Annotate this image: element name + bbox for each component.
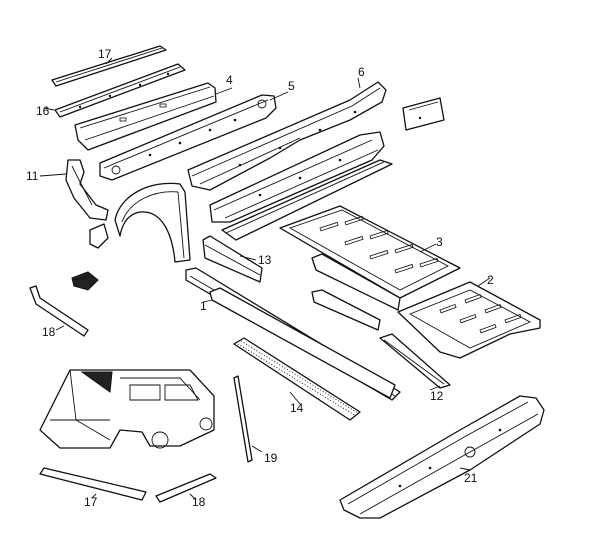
part-16-strip[interactable] <box>54 63 186 118</box>
leader-lines <box>39 57 491 501</box>
part-floor-channel[interactable] <box>221 159 393 241</box>
callout-labels: 1 2 3 4 5 6 11 12 13 14 16 17 17 18 18 1… <box>26 47 494 509</box>
part-21-subframe[interactable] <box>339 395 545 519</box>
callout-13: 13 <box>258 253 272 267</box>
callout-14: 14 <box>290 401 304 415</box>
part-wheel-arch[interactable] <box>114 182 191 263</box>
callout-6: 6 <box>358 65 365 79</box>
callout-5: 5 <box>288 79 295 93</box>
part-van-body[interactable] <box>39 369 215 449</box>
callout-11: 11 <box>26 169 39 183</box>
part-12-strip[interactable] <box>379 333 451 389</box>
part-small-plate[interactable] <box>402 97 445 131</box>
part-17-upper-strip[interactable] <box>51 45 167 87</box>
part-floor-sill-lower[interactable] <box>311 289 381 331</box>
callout-21: 21 <box>464 471 478 485</box>
callout-17-upper: 17 <box>98 47 112 61</box>
callout-1: 1 <box>200 299 207 313</box>
part-floor-sill-upper[interactable] <box>311 253 401 311</box>
part-13-box-member[interactable] <box>202 235 263 283</box>
callout-18-lower: 18 <box>192 495 206 509</box>
part-5-inner-panel[interactable] <box>99 94 277 181</box>
part-19-strip[interactable] <box>233 375 253 463</box>
part-17-lower-strip[interactable] <box>39 467 147 501</box>
part-14-sill-cover[interactable] <box>233 337 361 421</box>
callout-4: 4 <box>226 73 233 87</box>
part-18-rod-upper[interactable] <box>29 285 89 337</box>
callout-2: 2 <box>487 273 494 287</box>
callout-17-lower: 17 <box>84 495 98 509</box>
callout-19: 19 <box>264 451 278 465</box>
part-3-rear-floor[interactable] <box>279 205 461 299</box>
callout-18-upper: 18 <box>42 325 56 339</box>
part-1-sill-inner[interactable] <box>209 287 396 399</box>
part-11-bracket[interactable] <box>65 159 109 221</box>
part-18-lower-strip[interactable] <box>155 473 217 503</box>
callout-3: 3 <box>436 235 443 249</box>
part-seat-crossmember[interactable] <box>209 131 385 223</box>
part-arch-flap[interactable] <box>89 223 109 249</box>
callout-16: 16 <box>36 104 50 118</box>
callout-12: 12 <box>430 389 444 403</box>
part-4-panel[interactable] <box>74 82 217 151</box>
part-clip[interactable] <box>71 271 99 291</box>
part-6-crossmember[interactable] <box>187 81 387 191</box>
part-2-front-floor[interactable] <box>397 281 541 359</box>
